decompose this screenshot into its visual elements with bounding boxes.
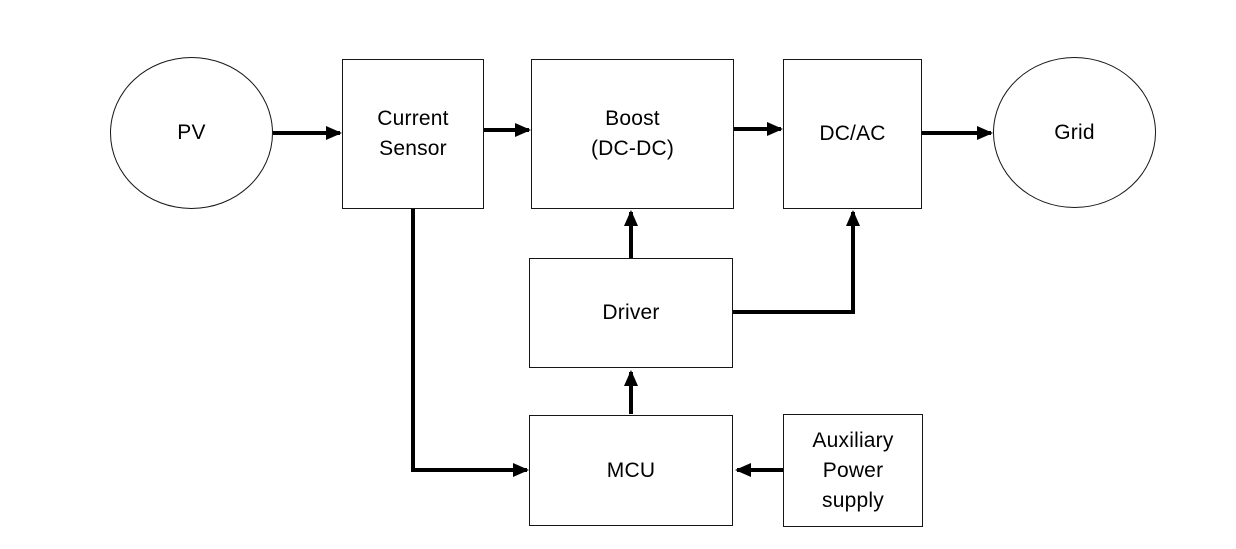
arrow-driver-to-dcac <box>733 210 860 314</box>
node-dcac: DC/AC <box>783 59 922 209</box>
node-current-sensor-label: Current Sensor <box>377 107 449 160</box>
arrow-current-sensor-to-mcu <box>411 209 529 477</box>
node-pv: PV <box>110 57 273 209</box>
node-grid-label: Grid <box>1054 120 1095 144</box>
node-grid: Grid <box>993 57 1156 208</box>
node-mcu-label: MCU <box>606 458 656 482</box>
node-driver: Driver <box>529 258 733 368</box>
node-mcu: MCU <box>529 415 733 526</box>
node-aux-power-label: Auxiliary Power supply <box>812 428 894 512</box>
node-current-sensor: Current Sensor <box>342 59 484 209</box>
node-boost-label: Boost (DC-DC) <box>590 107 675 160</box>
node-pv-label: PV <box>177 121 206 144</box>
node-aux-power: Auxiliary Power supply <box>783 414 923 527</box>
node-driver-label: Driver <box>602 301 660 324</box>
node-boost: Boost (DC-DC) <box>531 59 734 209</box>
node-dcac-label: DC/AC <box>819 122 886 145</box>
